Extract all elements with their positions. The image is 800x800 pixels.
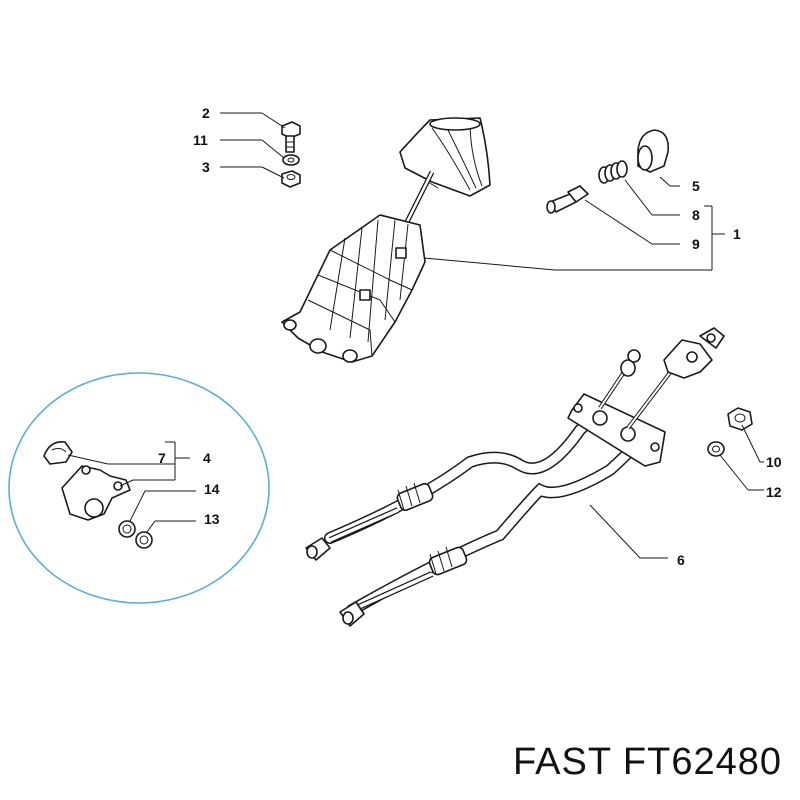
callout-9: 9 bbox=[692, 236, 700, 252]
bushing-part-13 bbox=[135, 531, 153, 549]
callout-4: 4 bbox=[203, 450, 211, 466]
knob-part-5 bbox=[637, 129, 670, 173]
nut-part-10 bbox=[727, 407, 753, 431]
leader-lines bbox=[67, 112, 764, 559]
selector-bracket-part-4 bbox=[61, 465, 131, 521]
pin-part-9 bbox=[546, 185, 589, 214]
spring-part-8 bbox=[598, 160, 628, 184]
callout-11: 11 bbox=[193, 132, 208, 148]
callout-2: 2 bbox=[202, 105, 210, 121]
washer-part-12 bbox=[707, 441, 725, 457]
callout-10: 10 bbox=[766, 454, 782, 470]
callout-3: 3 bbox=[202, 159, 210, 175]
callout-7: 7 bbox=[158, 450, 166, 466]
callout-12: 12 bbox=[766, 484, 782, 500]
bolt-part-2 bbox=[281, 121, 301, 153]
callout-1: 1 bbox=[733, 226, 741, 242]
cable-assembly-part-6 bbox=[305, 327, 725, 627]
nut-part-3 bbox=[281, 170, 301, 188]
washer-part-11 bbox=[282, 154, 300, 166]
bushing-part-14 bbox=[118, 520, 136, 538]
callout-5: 5 bbox=[692, 178, 700, 194]
callout-6: 6 bbox=[677, 552, 685, 568]
part-number-caption: FAST FT62480 bbox=[513, 741, 782, 783]
inset-detail-circle bbox=[8, 372, 270, 604]
callout-14: 14 bbox=[204, 481, 220, 497]
callout-13: 13 bbox=[204, 511, 220, 527]
gear-lever-boot bbox=[399, 117, 491, 197]
callout-8: 8 bbox=[692, 207, 700, 223]
clip-part-7 bbox=[43, 440, 73, 465]
gear-shift-housing bbox=[281, 214, 426, 363]
